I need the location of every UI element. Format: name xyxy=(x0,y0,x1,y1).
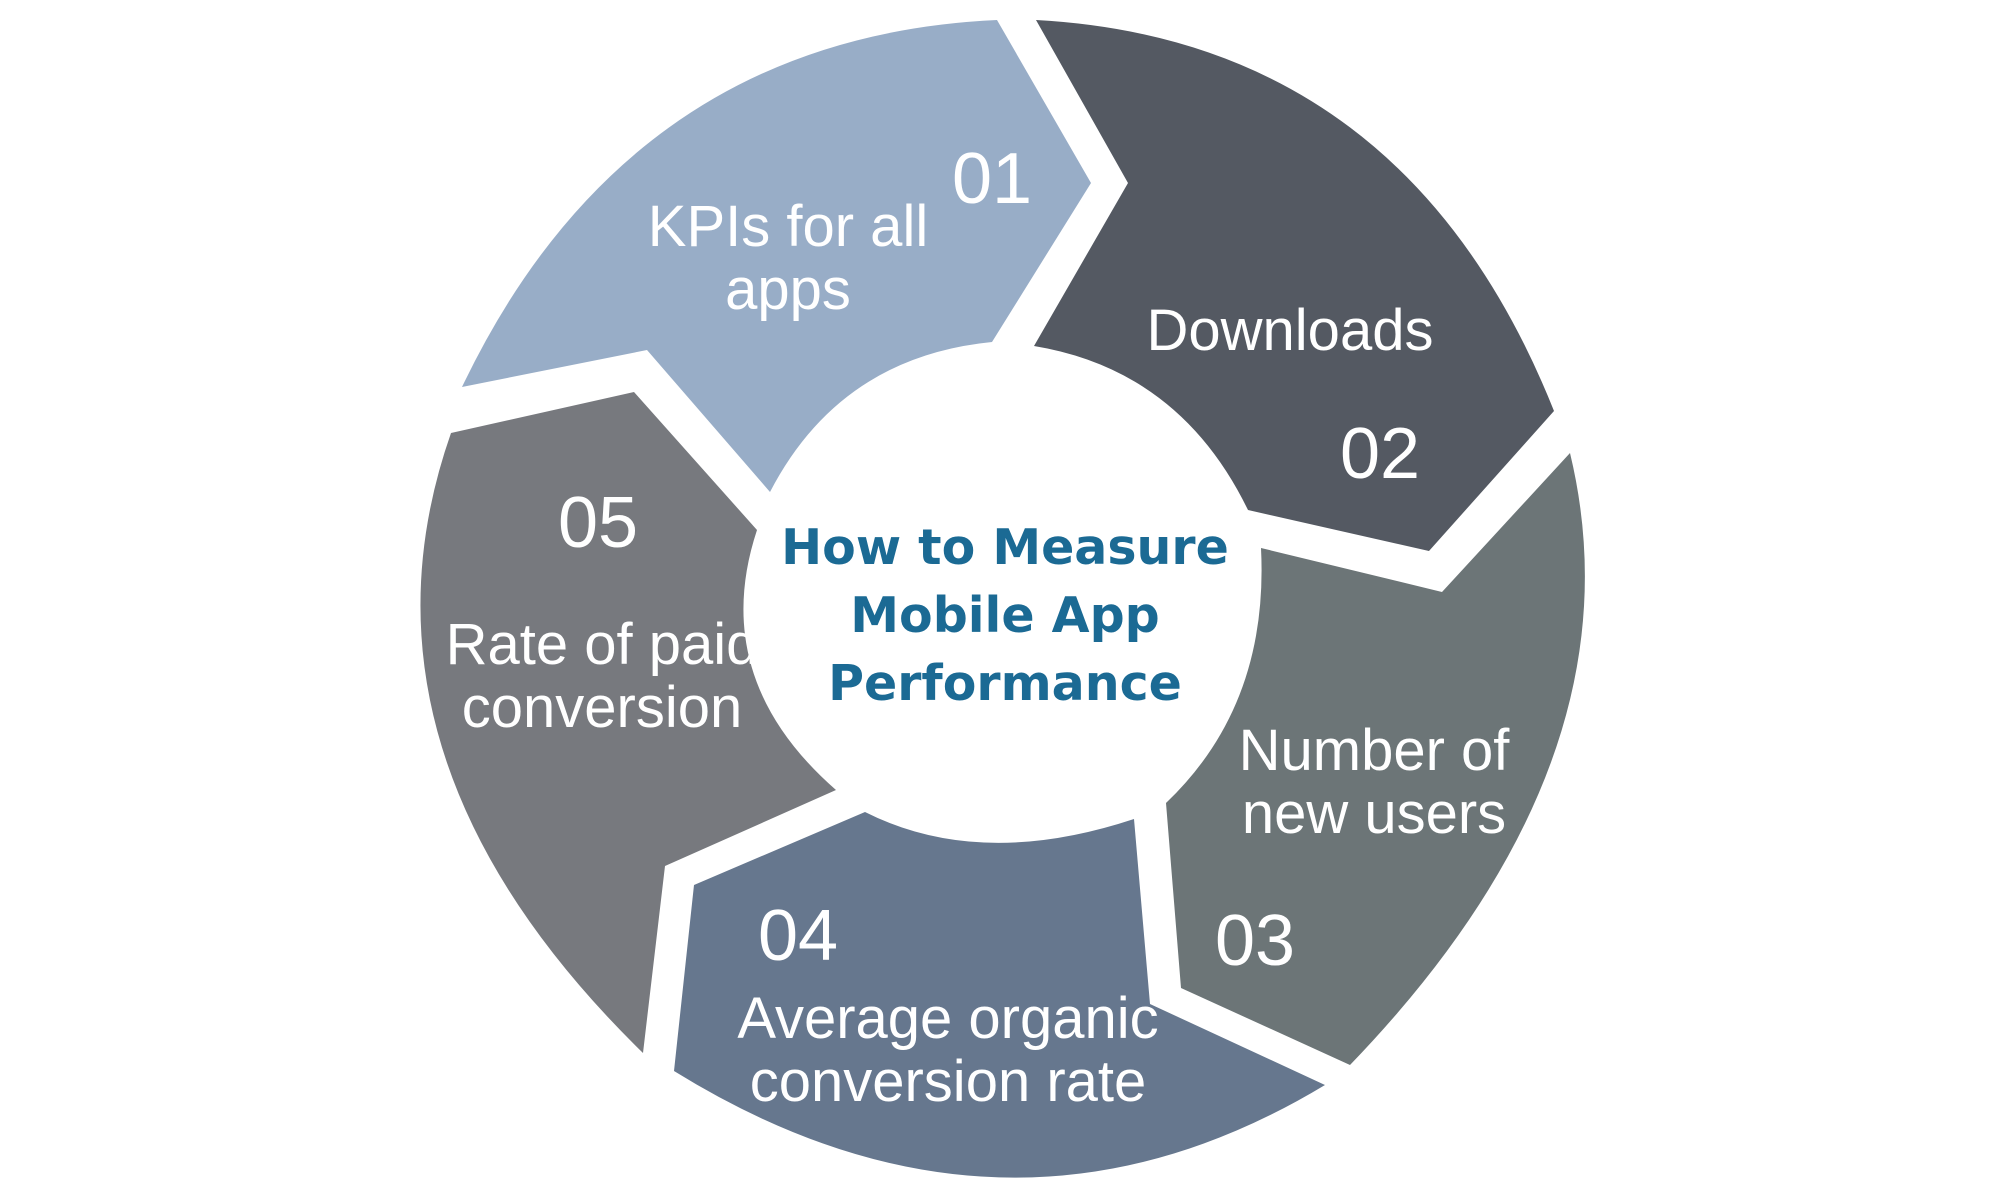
segment-04-number: 04 xyxy=(758,896,838,976)
segment-05-label-line-2: conversion xyxy=(462,675,742,740)
segment-01-number: 01 xyxy=(952,139,1032,219)
segment-04-shape xyxy=(674,812,1325,1178)
segment-01-shape xyxy=(462,20,1091,492)
segment-02: Downloads 02 xyxy=(1034,20,1554,551)
segment-04: 04 Average organic conversion rate xyxy=(674,812,1325,1178)
center-title-line-2: Mobile App xyxy=(850,587,1159,644)
segment-02-number: 02 xyxy=(1340,414,1420,494)
segment-05-label-line-1: Rate of paid xyxy=(446,612,759,677)
segment-05: 05 Rate of paid conversion xyxy=(420,392,836,1053)
center-title-line-1: How to Measure xyxy=(781,519,1229,576)
center-title-line-3: Performance xyxy=(828,655,1182,712)
segment-05-number: 05 xyxy=(558,483,638,563)
segment-04-label-line-1: Average organic xyxy=(737,986,1158,1051)
segment-03-number: 03 xyxy=(1215,901,1295,981)
segment-03-shape xyxy=(1166,453,1585,1065)
segment-05-shape xyxy=(420,392,836,1053)
segment-01: 01 KPIs for all apps xyxy=(462,20,1091,492)
segment-04-label-line-2: conversion rate xyxy=(750,1049,1147,1114)
segment-01-label-line-2: apps xyxy=(725,257,851,322)
segment-03-label-line-2: new users xyxy=(1242,781,1506,846)
center-title: How to Measure Mobile App Performance xyxy=(781,519,1229,712)
segment-01-label-line-1: KPIs for all xyxy=(648,194,928,259)
segment-02-shape xyxy=(1034,20,1554,551)
segment-02-label-line-1: Downloads xyxy=(1147,298,1434,363)
segment-03: Number of new users 03 xyxy=(1166,453,1585,1065)
segment-03-label-line-1: Number of xyxy=(1239,718,1511,783)
